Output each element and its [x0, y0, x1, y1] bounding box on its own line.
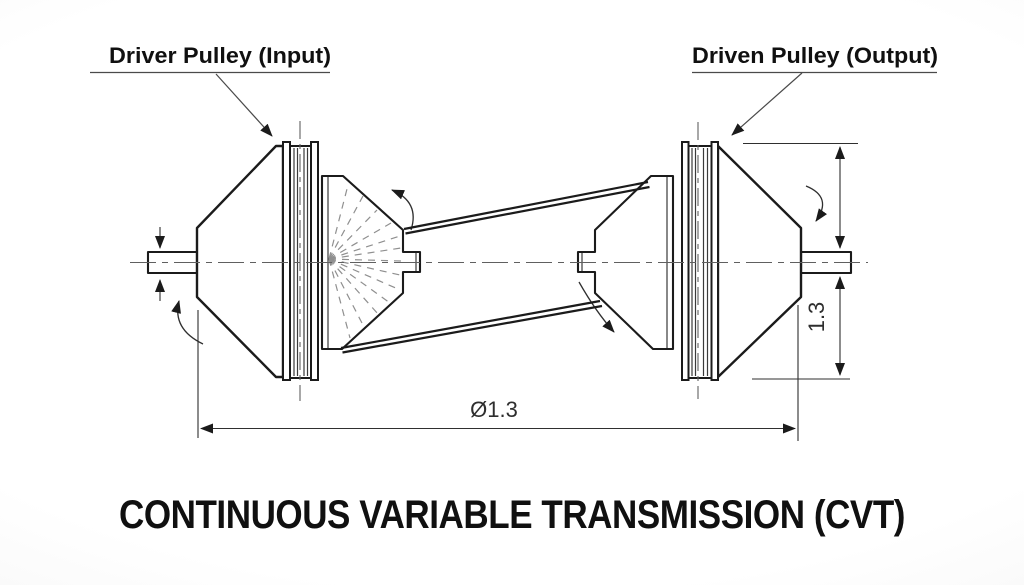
leader-arrow-icon [215, 73, 273, 137]
driver-cone-radial-lines [328, 184, 402, 339]
rotation-arrow-icon [171, 300, 204, 345]
driver-fixed-cone [195, 144, 285, 379]
driven-groove-band [681, 141, 719, 381]
driven-pulley-label: Driven Pulley (Output) [692, 43, 938, 68]
driver-pulley-label: Driver Pulley (Input) [109, 43, 331, 68]
rotation-arrow-icon [578, 281, 615, 333]
rotation-arrow-icon [805, 185, 828, 222]
diagram-title: CONTINUOUS VARIABLE TRANSMISSION (CVT) [119, 493, 905, 537]
rotation-arrow-icon [391, 189, 414, 231]
pulley-diameter-value: 1.3 [804, 302, 829, 333]
cvt-belt [340, 180, 650, 354]
overall-dimension-value: Ø1.3 [470, 397, 518, 422]
leader-arrow-icon [731, 72, 803, 136]
driven-fixed-cone [716, 144, 803, 379]
centerlines [130, 121, 868, 401]
dimension-annotations [90, 71, 937, 441]
driven-pulley [576, 141, 853, 381]
driver-pulley [146, 141, 422, 381]
